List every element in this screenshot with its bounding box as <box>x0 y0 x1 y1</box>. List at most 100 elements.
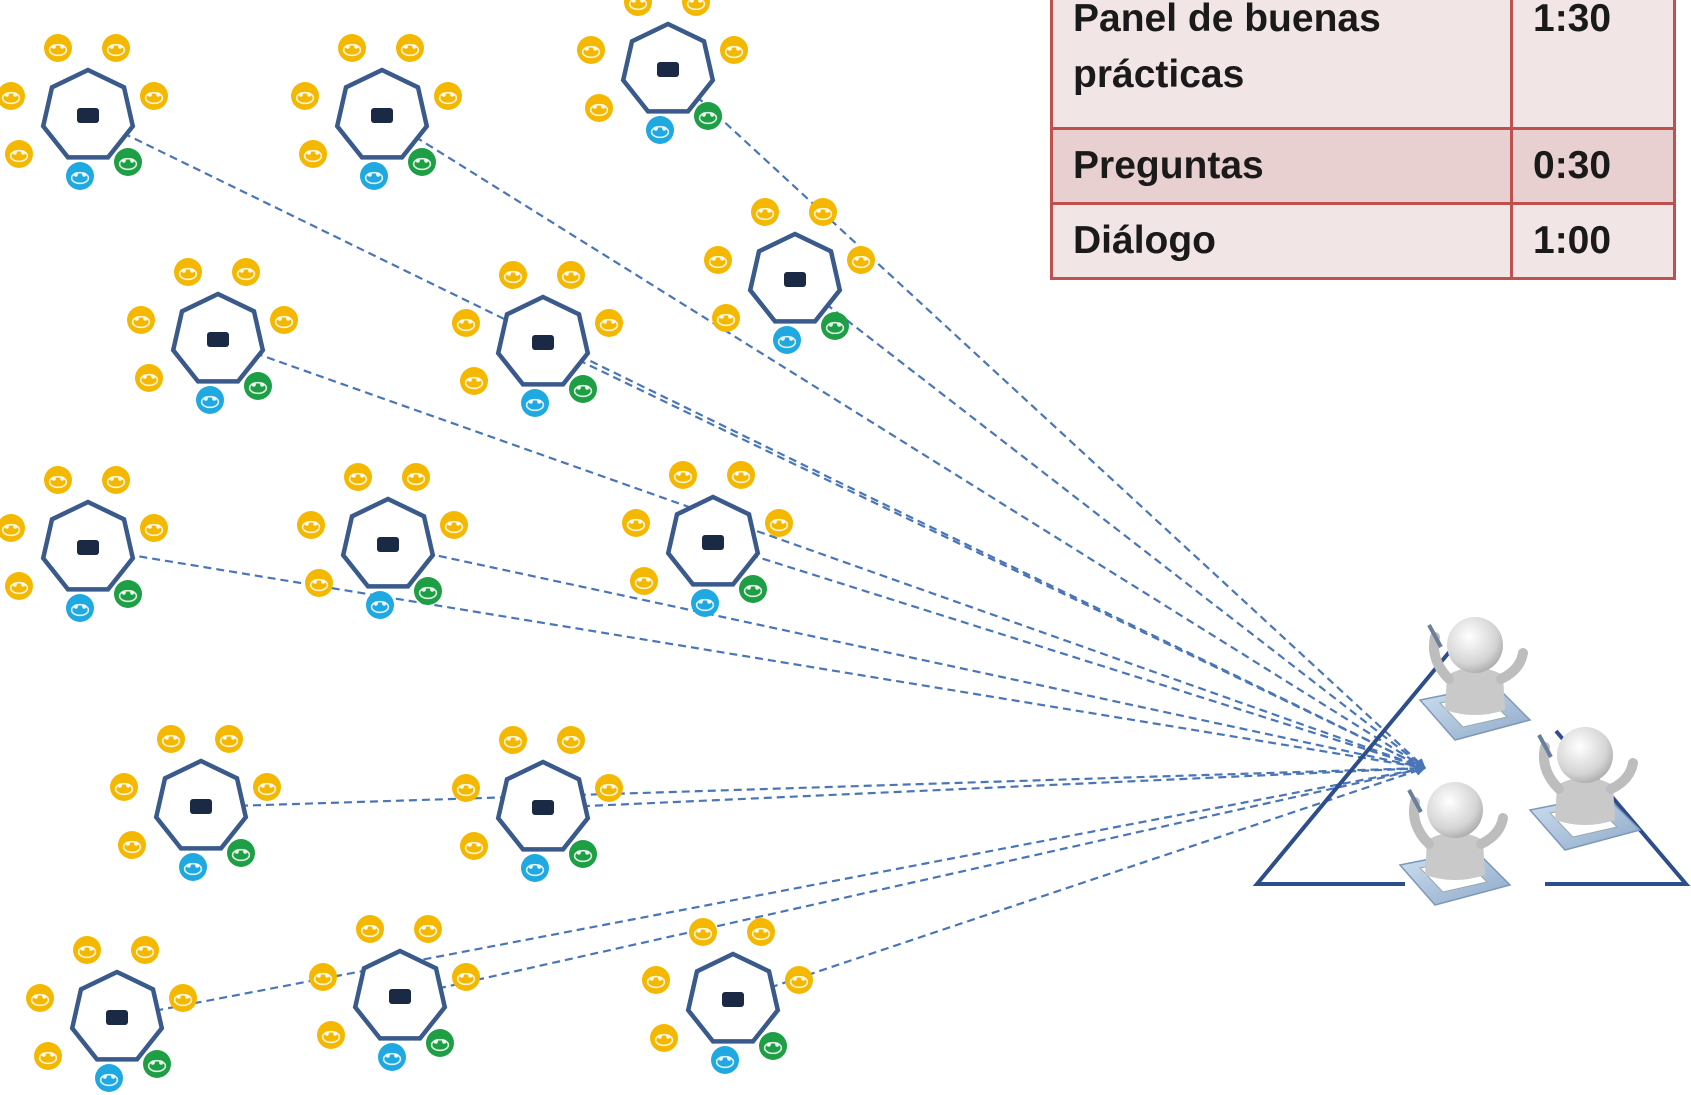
connection-arrow <box>217 338 1426 770</box>
participant-face-icon <box>751 198 779 226</box>
schedule-time: 0:30 <box>1510 127 1676 205</box>
participant-face-icon <box>114 148 142 176</box>
round-table-group-icon <box>291 34 462 190</box>
participant-face-icon <box>669 461 697 489</box>
round-table-group-icon <box>127 258 298 414</box>
participant-face-icon <box>711 1046 739 1074</box>
participant-face-icon <box>720 36 748 64</box>
laptop-icon <box>532 800 554 815</box>
participant-face-icon <box>624 0 652 16</box>
schedule-row: Diálogo 1:00 <box>1050 202 1676 280</box>
participant-face-icon <box>140 514 168 542</box>
schedule-table: Panel de buenas prácticas 1:30 Preguntas… <box>1050 0 1676 280</box>
participant-face-icon <box>622 509 650 537</box>
participant-face-icon <box>809 198 837 226</box>
participant-face-icon <box>378 1043 406 1071</box>
participant-face-icon <box>253 773 281 801</box>
round-table-group-icon <box>297 463 468 619</box>
connection-arrow <box>542 342 1426 769</box>
participant-face-icon <box>414 915 442 943</box>
participant-face-icon <box>102 466 130 494</box>
connection-arrow <box>87 115 1426 769</box>
participant-face-icon <box>114 580 142 608</box>
participant-face-icon <box>689 918 717 946</box>
participant-face-icon <box>360 162 388 190</box>
participant-face-icon <box>317 1021 345 1049</box>
participant-face-icon <box>131 936 159 964</box>
laptop-icon <box>377 537 399 552</box>
participant-face-icon <box>521 854 549 882</box>
connection-arrow <box>200 763 1426 809</box>
connection-arrow <box>399 765 1426 999</box>
participant-face-icon <box>595 774 623 802</box>
participant-face-icon <box>73 936 101 964</box>
participant-face-icon <box>135 364 163 392</box>
participant-face-icon <box>460 832 488 860</box>
participant-face-icon <box>452 309 480 337</box>
participant-face-icon <box>0 82 25 110</box>
schedule-activity: Diálogo <box>1050 202 1513 280</box>
panel-area <box>1252 617 1691 906</box>
participant-face-icon <box>291 82 319 110</box>
participant-face-icon <box>747 918 775 946</box>
schedule-time: 1:30 <box>1510 0 1676 130</box>
participant-face-icon <box>585 94 613 122</box>
round-table-group-icon <box>110 725 281 881</box>
participant-face-icon <box>169 984 197 1012</box>
participant-face-icon <box>402 463 430 491</box>
participant-face-icon <box>557 726 585 754</box>
round-table-group-icon <box>0 466 168 622</box>
laptop-icon <box>532 335 554 350</box>
connection-arrow <box>387 543 1426 771</box>
participant-face-icon <box>309 963 337 991</box>
participant-face-icon <box>215 725 243 753</box>
participant-face-icon <box>452 963 480 991</box>
participant-face-icon <box>44 466 72 494</box>
participant-face-icon <box>196 386 224 414</box>
participant-face-icon <box>66 162 94 190</box>
laptop-icon <box>784 272 806 287</box>
participant-face-icon <box>338 34 366 62</box>
laptop-icon <box>389 989 411 1004</box>
round-table-group-icon <box>0 34 168 190</box>
round-table-group-icon <box>26 936 197 1092</box>
connection-arrows <box>87 69 1426 1020</box>
round-table-group-icon <box>642 918 813 1074</box>
participant-face-icon <box>569 375 597 403</box>
participant-face-icon <box>179 853 207 881</box>
participant-face-icon <box>157 725 185 753</box>
participant-face-icon <box>739 575 767 603</box>
participant-face-icon <box>102 34 130 62</box>
participant-face-icon <box>499 261 527 289</box>
schedule-row: Preguntas 0:30 <box>1050 127 1676 205</box>
participant-face-icon <box>650 1024 678 1052</box>
participant-face-icon <box>704 246 732 274</box>
connection-arrow <box>542 763 1426 810</box>
participant-face-icon <box>595 309 623 337</box>
participant-face-icon <box>127 306 155 334</box>
connection-arrow <box>794 279 1426 769</box>
round-table-group-icon <box>577 0 748 144</box>
participant-face-icon <box>110 773 138 801</box>
participant-face-icon <box>727 461 755 489</box>
panelist-icon <box>1418 617 1532 741</box>
connection-arrow <box>732 766 1426 1002</box>
participant-face-icon <box>140 82 168 110</box>
participant-face-icon <box>34 1042 62 1070</box>
participant-face-icon <box>773 326 801 354</box>
panelist-icon <box>1528 727 1642 851</box>
round-table-group-icon <box>704 198 875 354</box>
participant-face-icon <box>174 258 202 286</box>
schedule-activity: Preguntas <box>1050 127 1513 205</box>
laptop-icon <box>207 332 229 347</box>
connection-arrow <box>381 115 1426 769</box>
participant-face-icon <box>5 140 33 168</box>
participant-face-icon <box>396 34 424 62</box>
participant-face-icon <box>366 591 394 619</box>
participant-face-icon <box>270 306 298 334</box>
participant-face-icon <box>642 966 670 994</box>
participant-face-icon <box>765 509 793 537</box>
panel-triangle-outline <box>1252 625 1472 886</box>
participant-face-icon <box>646 116 674 144</box>
participant-face-icon <box>305 569 333 597</box>
